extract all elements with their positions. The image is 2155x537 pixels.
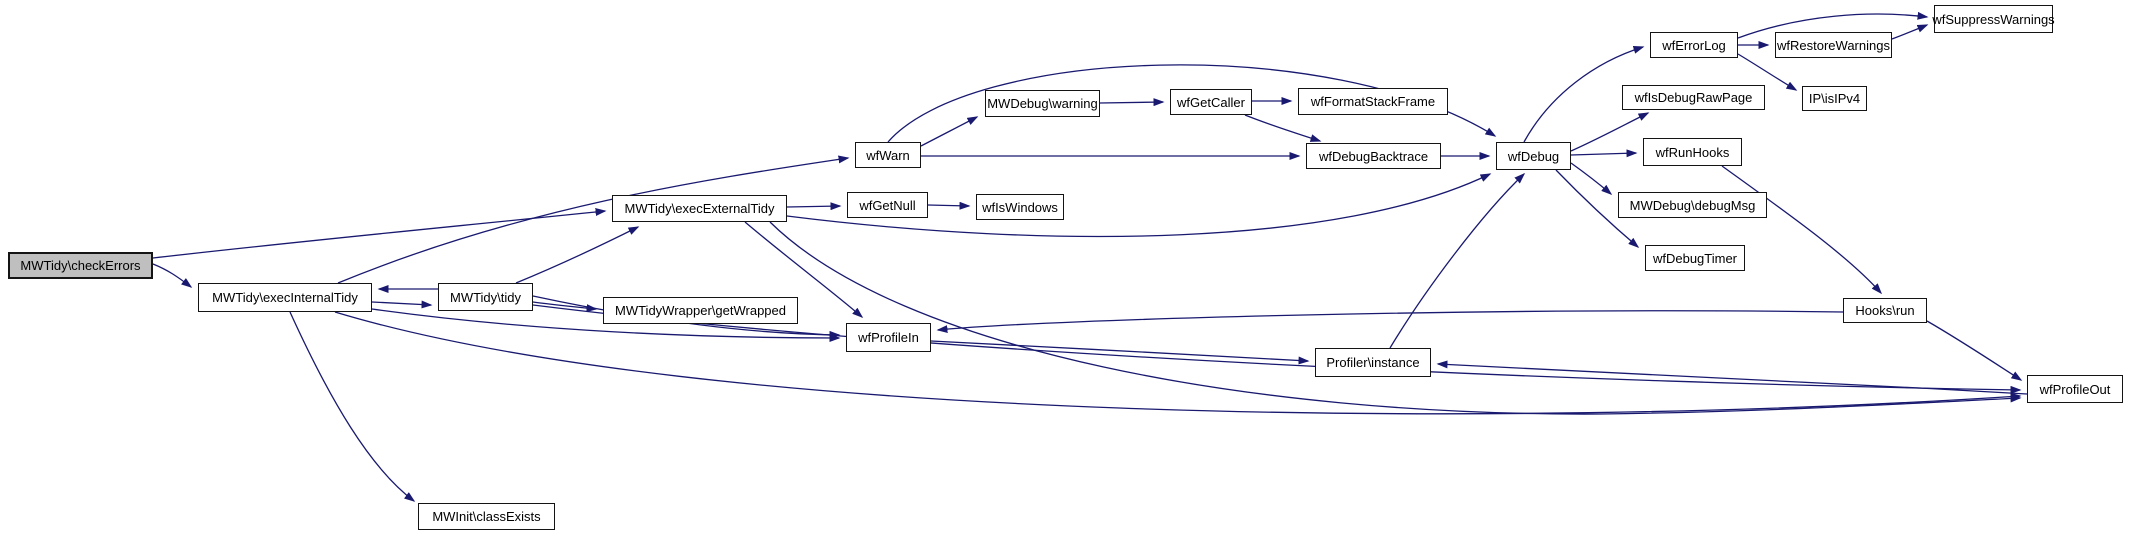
- edge-wfGetCaller-to-wfDebugBacktrace: [1244, 114, 1322, 142]
- graph-node-label: MWTidy\checkErrors: [20, 258, 141, 273]
- graph-node-execInternalTidy[interactable]: MWTidy\execInternalTidy: [198, 283, 372, 312]
- graph-node-label: MWTidyWrapper\getWrapped: [615, 303, 786, 318]
- edge-execInternalTidy-to-wfWarn: [337, 155, 850, 284]
- edge-wfErrorLog-to-wfSuppressWarnings: [1737, 11, 1929, 39]
- edge-execExternalTidy-to-wfGetNull: [786, 202, 842, 211]
- edge-wfDebug-to-mwdebugDebugMsg: [1570, 162, 1613, 195]
- edge-execExternalTidy-to-wfDebug: [786, 173, 1492, 238]
- graph-node-label: wfIsDebugRawPage: [1634, 90, 1753, 105]
- graph-node-label: wfProfileIn: [858, 330, 919, 345]
- graph-node-mwdebugWarning[interactable]: MWDebug\warning: [985, 90, 1100, 117]
- graph-node-wfDebugTimer[interactable]: wfDebugTimer: [1645, 245, 1745, 271]
- graph-node-execExternalTidy[interactable]: MWTidy\execExternalTidy: [612, 195, 787, 222]
- graph-node-classExists[interactable]: MWInit\classExists: [418, 503, 555, 530]
- graph-node-label: Hooks\run: [1855, 303, 1915, 318]
- graph-node-label: wfRestoreWarnings: [1777, 37, 1890, 53]
- graph-node-mwdebugDebugMsg[interactable]: MWDebug\debugMsg: [1618, 192, 1767, 218]
- graph-node-wfDebug[interactable]: wfDebug: [1496, 142, 1571, 170]
- graph-node-label: MWDebug\warning: [987, 96, 1098, 111]
- graph-node-label: wfDebugTimer: [1652, 250, 1738, 266]
- graph-node-wfGetNull[interactable]: wfGetNull: [847, 192, 928, 218]
- edge-checkErrors-to-execExternalTidy: [152, 207, 607, 259]
- graph-node-label: MWTidy\execInternalTidy: [212, 290, 358, 305]
- graph-node-label: wfFormatStackFrame: [1310, 94, 1436, 109]
- graph-node-label: wfGetCaller: [1177, 94, 1245, 110]
- edge-wfGetNull-to-wfIsWindows: [927, 201, 971, 210]
- graph-node-profilerInstance[interactable]: Profiler\instance: [1315, 348, 1431, 377]
- edge-wfDebug-to-wfIsDebugRawPage: [1570, 112, 1650, 152]
- edge-tidy-to-getWrapped: [532, 301, 598, 313]
- graph-node-tidy[interactable]: MWTidy\tidy: [438, 283, 533, 311]
- edge-wfWarn-to-mwdebugWarning: [920, 116, 979, 147]
- edge-execExternalTidy-to-wfProfileIn: [744, 221, 864, 318]
- edge-wfProfileOut-to-profilerInstance: [1436, 360, 2028, 395]
- edge-profilerInstance-to-wfDebug: [1389, 172, 1526, 349]
- edge-execInternalTidy-to-wfProfileOut: [334, 311, 2022, 415]
- graph-node-ipIsIPv4[interactable]: IP\isIPv4: [1802, 86, 1867, 111]
- graph-node-label: wfWarn: [866, 147, 910, 163]
- edge-mwdebugWarning-to-wfGetCaller: [1099, 98, 1165, 107]
- edge-execInternalTidy-to-wfProfileIn: [371, 308, 841, 342]
- graph-node-wfSuppressWarnings[interactable]: wfSuppressWarnings: [1932, 5, 2055, 33]
- graph-node-wfGetCaller[interactable]: wfGetCaller: [1170, 89, 1252, 115]
- graph-node-label: wfDebugBacktrace: [1318, 148, 1429, 164]
- graph-node-label: Profiler\instance: [1326, 355, 1420, 370]
- edge-wfErrorLog-to-ipIsIPv4: [1737, 53, 1798, 91]
- graph-node-label: MWDebug\debugMsg: [1629, 197, 1756, 213]
- graph-node-wfProfileOut[interactable]: wfProfileOut: [2027, 375, 2123, 403]
- graph-node-wfProfileIn[interactable]: wfProfileIn: [846, 323, 931, 352]
- graph-node-label: wfRunHooks: [1655, 144, 1730, 160]
- edge-execInternalTidy-to-classExists: [289, 311, 416, 502]
- graph-node-wfDebugBacktrace[interactable]: wfDebugBacktrace: [1306, 143, 1441, 169]
- edge-wfRestoreWarnings-to-wfSuppressWarnings: [1891, 24, 1929, 40]
- graph-node-label: wfErrorLog: [1662, 37, 1726, 53]
- edge-tidy-to-execExternalTidy: [515, 226, 640, 284]
- graph-node-wfWarn[interactable]: wfWarn: [855, 142, 921, 168]
- edge-wfRunHooks-to-hooksRun: [1721, 165, 1882, 295]
- edge-wfDebug-to-wfDebugTimer: [1555, 169, 1640, 248]
- edge-wfProfileIn-to-profilerInstance: [930, 340, 1310, 365]
- graph-node-label: wfDebug: [1507, 148, 1560, 164]
- graph-node-checkErrors[interactable]: MWTidy\checkErrors: [8, 252, 153, 279]
- edge-execInternalTidy-to-tidy: [371, 300, 433, 309]
- graph-node-label: wfProfileOut: [2039, 381, 2111, 397]
- graph-node-wfIsWindows[interactable]: wfIsWindows: [976, 194, 1064, 220]
- graph-node-wfRestoreWarnings[interactable]: wfRestoreWarnings: [1775, 32, 1892, 58]
- graph-node-label: MWTidy\tidy: [449, 289, 522, 305]
- graph-node-wfIsDebugRawPage[interactable]: wfIsDebugRawPage: [1622, 85, 1765, 110]
- graph-node-wfRunHooks[interactable]: wfRunHooks: [1643, 138, 1742, 166]
- edge-execExternalTidy-to-wfProfileOut: [769, 221, 2022, 415]
- graph-node-label: wfSuppressWarnings: [1932, 11, 2055, 27]
- edge-wfDebug-to-wfRunHooks: [1570, 149, 1638, 158]
- graph-node-wfErrorLog[interactable]: wfErrorLog: [1650, 32, 1738, 58]
- edge-tidy-to-wfProfileOut: [532, 304, 2022, 394]
- graph-node-getWrapped[interactable]: MWTidyWrapper\getWrapped: [603, 297, 798, 324]
- edge-tidy-to-wfProfileIn: [532, 295, 841, 339]
- graph-node-label: wfGetNull: [859, 197, 916, 213]
- edge-checkErrors-to-execInternalTidy: [152, 263, 193, 288]
- graph-node-label: wfIsWindows: [982, 199, 1058, 215]
- graph-node-wfFormatStackFrame[interactable]: wfFormatStackFrame: [1298, 88, 1448, 115]
- graph-node-label: IP\isIPv4: [1808, 91, 1861, 106]
- edge-wfDebug-to-wfErrorLog: [1523, 46, 1645, 143]
- graph-node-label: MWInit\classExists: [432, 509, 541, 524]
- edge-hooksRun-to-wfProfileIn: [936, 310, 1844, 334]
- graph-node-hooksRun[interactable]: Hooks\run: [1843, 298, 1927, 323]
- graph-node-label: MWTidy\execExternalTidy: [624, 201, 775, 216]
- edge-hooksRun-to-wfProfileOut: [1926, 320, 2023, 381]
